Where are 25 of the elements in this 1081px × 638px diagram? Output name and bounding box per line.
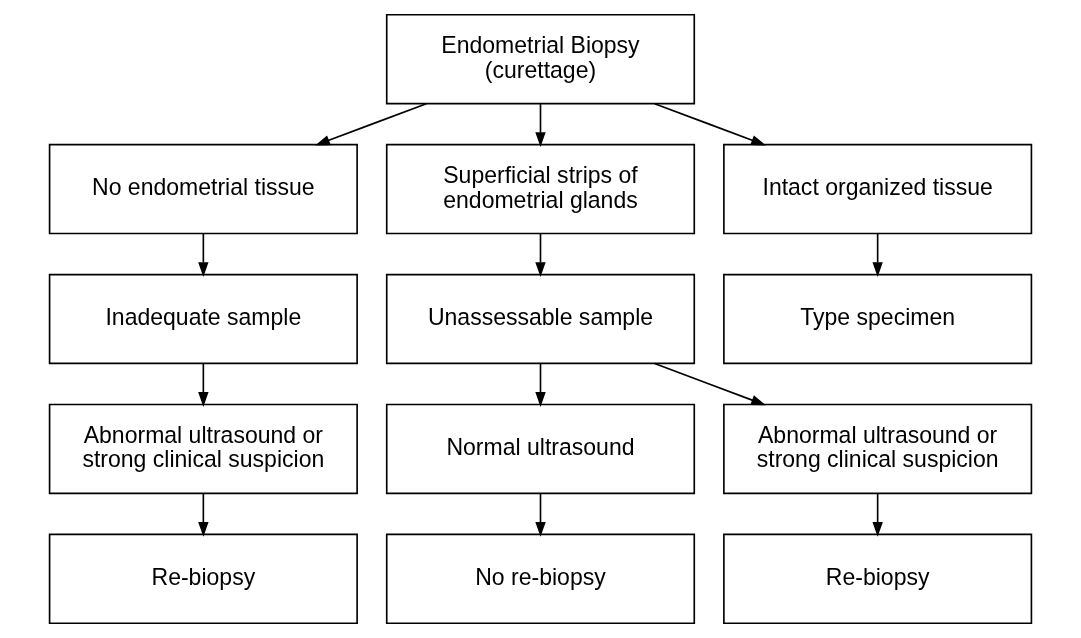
arrow — [198, 362, 209, 407]
node-box: Type specimen — [723, 273, 1033, 365]
node-box: Intact organized tissue — [723, 143, 1033, 235]
arrow — [198, 492, 209, 537]
node-box: Abnormal ultrasound or strong clinical suspicion — [723, 403, 1033, 495]
arrow — [315, 102, 428, 146]
arrow — [198, 232, 209, 277]
node-box: Re-biopsy — [723, 533, 1033, 625]
arrow — [535, 362, 546, 407]
node-box: Inadequate sample — [48, 273, 358, 365]
node-box: Normal ultrasound — [385, 403, 696, 495]
node-box: Superficial strips of endometrial glands — [385, 143, 696, 235]
node-box: Re-biopsy — [48, 533, 358, 625]
arrow — [653, 102, 766, 146]
arrow — [535, 232, 546, 277]
arrow — [535, 102, 546, 148]
arrow — [872, 232, 883, 277]
arrow — [653, 362, 766, 406]
arrow — [872, 492, 883, 537]
node-box: No re-biopsy — [385, 533, 696, 625]
node-box: Unassessable sample — [385, 273, 696, 365]
node-box: Abnormal ultrasound or strong clinical suspicion — [48, 403, 358, 495]
node-box: No endometrial tissue — [48, 143, 358, 235]
arrow — [535, 492, 546, 537]
node-box: Endometrial Biopsy (curettage) — [385, 13, 696, 105]
